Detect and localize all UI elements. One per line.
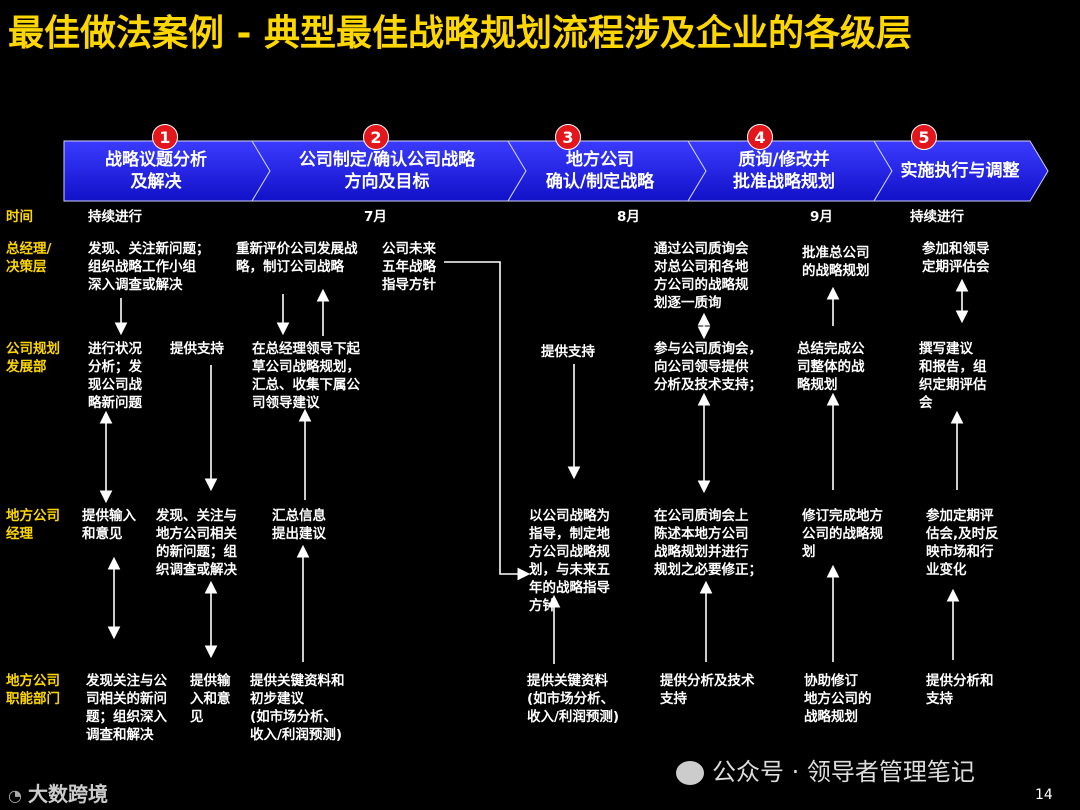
row-label-local-manager: 地方公司 经理 <box>6 508 60 542</box>
brand-logo: ◔ 大数跨境 <box>8 778 108 807</box>
local-manager-cell-1a: 提供输入 和意见 <box>82 508 136 542</box>
planning-cell-4b: 总结完成公 司整体的战 略规划 <box>797 341 865 393</box>
wechat-account-text: 公众号 · 领导者管理笔记 <box>712 758 975 786</box>
brand-logo-icon: ◔ <box>8 786 22 805</box>
row-label-local-function: 地方公司 职能部门 <box>6 673 60 707</box>
planning-cell-1a: 进行状况 分析；发 现公司战 略新问题 <box>88 341 142 411</box>
phase-chevron-bar <box>63 140 1049 202</box>
gm-cell-4a: 通过公司质询会 对总公司和各地 方公司的战略规 划逐一质询 <box>654 241 749 311</box>
brand-logo-text: 大数跨境 <box>27 782 108 806</box>
row-label-gm: 总经理/ 决策层 <box>6 241 52 275</box>
phase-chevron-5 <box>873 140 1049 202</box>
local-function-cell-4b: 协助修订 地方公司的 战略规划 <box>804 673 872 725</box>
phase-number-badge-4: 4 <box>747 124 773 150</box>
local-function-cell-1b: 提供输 入和意 见 <box>190 673 231 725</box>
planning-cell-1b: 提供支持 <box>170 341 224 357</box>
local-manager-cell-2: 汇总信息 提出建议 <box>272 508 326 542</box>
phase-number-badge-5: 5 <box>911 124 937 150</box>
page-title: 最佳做法案例 - 典型最佳战略规划流程涉及企业的各级层 <box>8 13 913 54</box>
phase-label-3: 地方公司 确认/制定战略 <box>545 150 655 192</box>
phase-number-badge-2: 2 <box>363 124 389 150</box>
phase-label-1: 战略议题分析 及解决 <box>105 150 207 192</box>
time-phase-2: 7月 <box>364 209 387 225</box>
wechat-icon <box>676 761 704 785</box>
local-manager-cell-3: 以公司战略为 指导，制定地 方公司战略规 划，与未来五 年的战略指导 方针 <box>529 508 610 614</box>
planning-cell-3: 提供支持 <box>541 344 595 360</box>
row-label-planning: 公司规划 发展部 <box>6 341 60 375</box>
planning-cell-2: 在总经理领导下起 草公司战略规划， 汇总、收集下属公 司领导建议 <box>252 341 360 411</box>
gm-cell-4b: 批准总公司 的战略规划 <box>802 245 870 279</box>
local-manager-cell-1b: 发现、关注与 地方公司相关 的新问题；组 织调查或解决 <box>156 508 237 578</box>
gm-cell-2a: 重新评价公司发展战 略，制订公司战略 <box>236 241 358 275</box>
wechat-watermark: 公众号 · 领导者管理笔记 <box>676 752 975 787</box>
planning-cell-4a: 参与公司质询会， 向公司领导提供 分析及技术支持； <box>654 341 762 393</box>
arrow-gm2b-to-lm3 <box>444 261 531 581</box>
row-label-time: 时间 <box>6 209 33 225</box>
local-function-cell-4a: 提供分析及技术 支持 <box>660 673 755 707</box>
gm-cell-1: 发现、关注新问题； 组织战略工作小组 深入调查或解决 <box>88 241 210 293</box>
time-phase-4: 9月 <box>810 209 833 225</box>
page-number: 14 <box>1035 787 1053 803</box>
time-phase-3: 8月 <box>617 209 640 225</box>
phase-label-4: 质询/修改并 批准战略规划 <box>733 150 835 192</box>
local-function-cell-3: 提供关键资料 (如市场分析、 收入/利润预测) <box>527 673 620 725</box>
local-manager-cell-4a: 在公司质询会上 陈述本地方公司 战略规划并进行 规划之必要修正； <box>654 508 762 578</box>
phase-label-2: 公司制定/确认公司战略 方向及目标 <box>298 150 476 192</box>
phase-number-badge-1: 1 <box>152 124 178 150</box>
gm-cell-2b: 公司未来 五年战略 指导方针 <box>382 241 436 293</box>
gm-cell-5: 参加和领导 定期评估会 <box>922 241 990 275</box>
phase-label-5: 实施执行与调整 <box>900 161 1020 181</box>
local-function-cell-5: 提供分析和 支持 <box>926 673 994 707</box>
time-phase-5: 持续进行 <box>910 209 964 225</box>
local-function-cell-2: 提供关键资料和 初步建议 (如市场分析、 收入/利润预测) <box>250 673 345 743</box>
planning-cell-5: 撰写建议 和报告，组 织定期评估 会 <box>919 341 987 411</box>
local-function-cell-1a: 发现关注与公 司相关的新问 题；组织深入 调查和解决 <box>86 673 167 743</box>
local-manager-cell-4b: 修订完成地方 公司的战略规 划 <box>802 508 883 560</box>
phase-number-badge-3: 3 <box>555 124 581 150</box>
time-phase-1: 持续进行 <box>88 209 142 225</box>
local-manager-cell-5: 参加定期评 估会,及时反 映市场和行 业变化 <box>926 508 999 578</box>
